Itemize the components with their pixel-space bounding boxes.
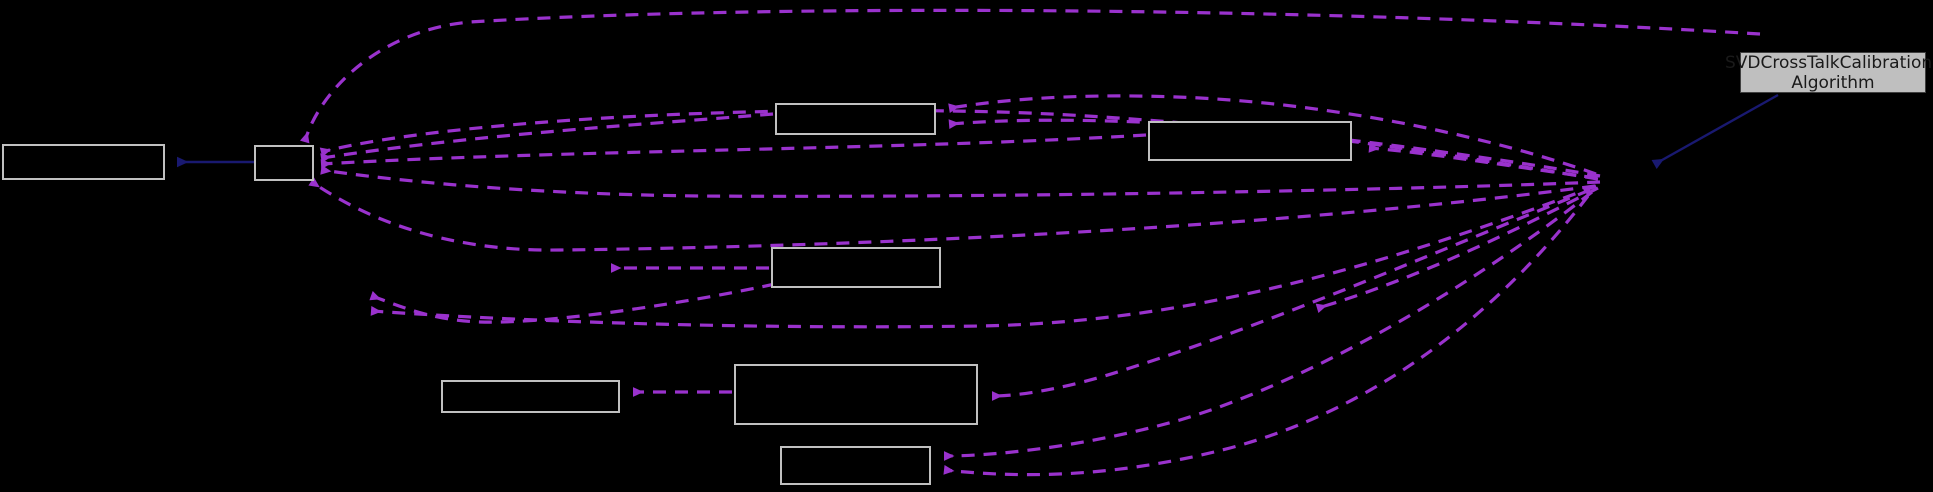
graph-node-root-label: SVDCrossTalkCalibrations Algorithm [1724, 52, 1933, 93]
edge-node3-to-node2 [320, 112, 774, 163]
graph-node-3[interactable] [775, 103, 936, 135]
edge-root-to-hub [1651, 93, 1779, 170]
graph-node-7[interactable] [734, 364, 978, 425]
edge-hub-to-node7 [991, 188, 1591, 401]
graph-node-4[interactable] [1148, 121, 1352, 161]
graph-node-2[interactable] [254, 145, 314, 181]
edge-top-sweep-to-node2 [300, 8, 1761, 144]
edge-hub-to-cluster-lower [370, 184, 1597, 329]
edge-node5-to-cluster-upper [369, 282, 776, 324]
edge-hub-to-node4 [1368, 143, 1598, 180]
edge-node4-to-node2 [320, 133, 1147, 169]
edge-hub-to-node2-upper [319, 108, 1601, 178]
graph-node-root[interactable]: SVDCrossTalkCalibrations Algorithm [1725, 52, 1933, 93]
graph-node-8[interactable] [780, 446, 931, 485]
edge-hub-to-node3-upper [948, 94, 1597, 176]
edge-hub-to-node8-upper [943, 190, 1593, 461]
edge-hub-to-node2-lower [320, 165, 1601, 198]
usage-edges [300, 8, 1761, 477]
edge-hub-to-node2-bottom [308, 177, 1596, 252]
edge-hub-to-node8-lower [943, 195, 1590, 477]
edge-hub-to-mid-arrow [1315, 186, 1599, 313]
graph-node-6[interactable] [441, 380, 620, 413]
graph-node-1[interactable] [2, 144, 165, 180]
graph-node-5[interactable] [771, 247, 941, 288]
